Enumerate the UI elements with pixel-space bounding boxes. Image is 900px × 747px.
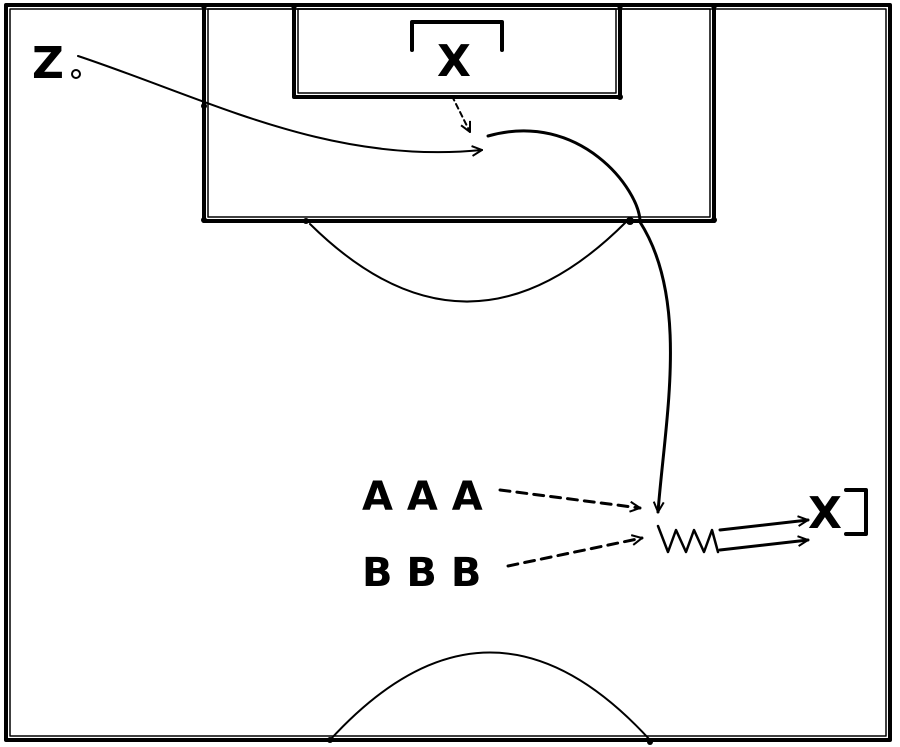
shot-arrow-2 xyxy=(718,540,808,552)
center-circle-arc xyxy=(329,651,651,741)
label-goalkeeper-top: X xyxy=(437,36,471,87)
dot xyxy=(291,3,297,9)
label-queue-b: B B B xyxy=(362,550,481,596)
dot xyxy=(711,3,717,9)
pitch-lines xyxy=(4,3,892,745)
label-queue-a: A A A xyxy=(362,474,483,520)
z-pass-line xyxy=(77,55,482,152)
dot xyxy=(201,103,207,109)
dot xyxy=(201,3,207,9)
dot xyxy=(201,217,207,223)
label-z: Z xyxy=(32,38,64,89)
dot xyxy=(303,218,309,224)
penalty-arc xyxy=(309,221,627,303)
dot xyxy=(647,739,653,745)
run-path xyxy=(486,129,672,514)
dot xyxy=(327,737,333,743)
dot xyxy=(617,3,623,9)
pitch-outline-inner xyxy=(9,8,887,737)
pitch-outline xyxy=(4,3,892,742)
dribble-zigzag xyxy=(656,524,720,554)
dot xyxy=(617,94,623,100)
dot xyxy=(711,217,717,223)
shot-arrow-1 xyxy=(718,520,808,532)
b-dashed-arrow xyxy=(506,538,642,568)
dot xyxy=(626,217,634,225)
keeper-dashed-arrow xyxy=(451,95,471,132)
a-dashed-arrow xyxy=(498,488,640,508)
goal-area xyxy=(292,3,622,99)
z-ball xyxy=(71,69,81,79)
top-goal-bracket xyxy=(410,20,504,52)
right-goal-bracket xyxy=(844,488,868,536)
goal-area-inner xyxy=(297,8,617,94)
label-goalkeeper-right: X xyxy=(808,488,842,539)
